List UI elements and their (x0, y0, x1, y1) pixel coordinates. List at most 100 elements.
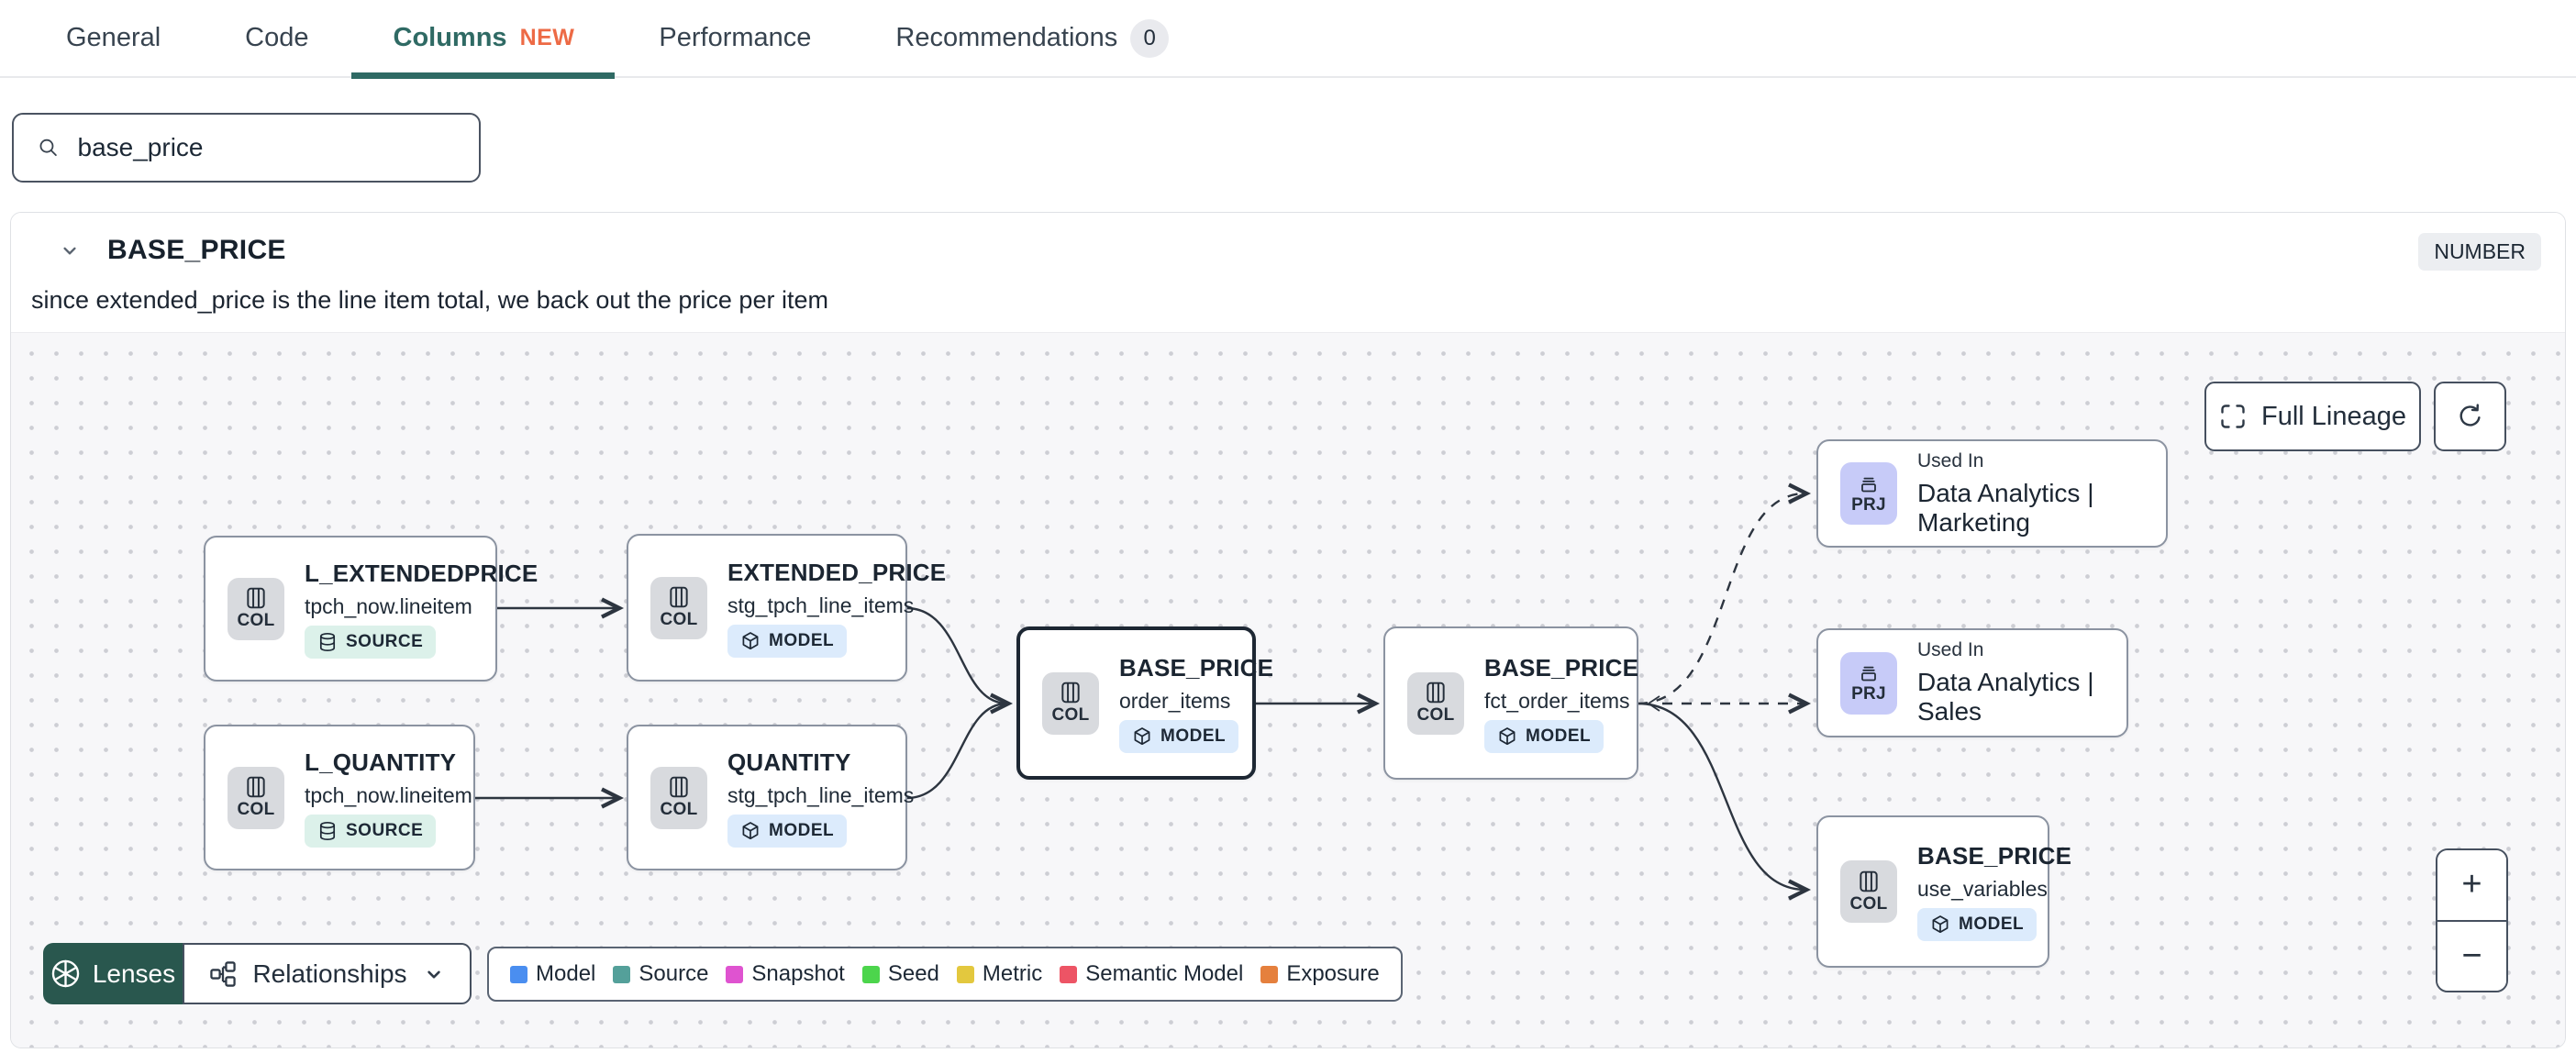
legend-item-snapshot: Snapshot (726, 961, 845, 987)
tab-label: Performance (659, 23, 812, 52)
tab-code[interactable]: Code (245, 0, 308, 77)
column-search (12, 113, 481, 183)
zoom-out-button[interactable]: − (2437, 921, 2506, 991)
legend-item-seed: Seed (861, 961, 939, 987)
badge-label: MODEL (1526, 726, 1592, 746)
project-title: Data Analytics | Marketing (1917, 478, 2094, 537)
node-title: L_EXTENDEDPRICE (305, 559, 539, 587)
legend-item-exposure: Exposure (1260, 961, 1380, 987)
lineage-node-used-in-sales[interactable]: PRJ Used In Data Analytics | Sales (1816, 628, 2128, 737)
tab-bar: General Code Columns NEW Performance Rec… (0, 0, 2576, 79)
relationships-dropdown[interactable]: Relationships (183, 943, 472, 1004)
columns-icon (247, 776, 265, 798)
model-badge: MODEL (1917, 908, 2037, 941)
columns-icon (247, 587, 265, 609)
search-input[interactable] (77, 133, 455, 162)
badge-label: SOURCE (346, 631, 424, 651)
tab-general[interactable]: General (66, 0, 161, 77)
badge-label: MODEL (1160, 726, 1227, 746)
legend-item-metric: Metric (956, 961, 1042, 987)
lineage-node-base-price-use-variables[interactable]: COL BASE_PRICE use_variables MODEL (1816, 815, 2071, 968)
columns-icon (1860, 870, 1878, 892)
lineage-canvas[interactable]: COL L_EXTENDEDPRICE tpch_now.lineitem SO… (11, 332, 2565, 1047)
node-subtitle: tpch_now.lineitem (305, 782, 472, 807)
lenses-label: Lenses (92, 959, 176, 988)
cube-icon (1499, 726, 1516, 745)
lineage-edges (474, 482, 1812, 901)
column-description: since extended_price is the line item to… (31, 286, 828, 314)
badge-label: MODEL (1959, 914, 2025, 934)
lineage-node-l-extendedprice[interactable]: COL L_EXTENDEDPRICE tpch_now.lineitem SO… (204, 536, 538, 682)
node-subtitle: order_items (1119, 688, 1231, 713)
tab-columns[interactable]: Columns NEW (350, 0, 616, 79)
refresh-button[interactable] (2434, 382, 2506, 451)
lenses-button[interactable]: Lenses (43, 943, 183, 1004)
database-icon (319, 821, 336, 840)
column-chip: COL (650, 576, 707, 639)
legend-swatch (861, 965, 880, 983)
legend-swatch (1260, 965, 1279, 983)
new-badge: NEW (519, 25, 575, 50)
expand-corners-icon (2221, 405, 2245, 428)
lineage-node-l-quantity[interactable]: COL L_QUANTITY tpch_now.lineitem SOURCE (204, 725, 475, 870)
full-lineage-label: Full Lineage (2261, 401, 2406, 431)
lineage-node-used-in-marketing[interactable]: PRJ Used In Data Analytics | Marketing (1816, 439, 2168, 548)
columns-icon (670, 586, 688, 608)
lineage-node-base-price-order-items[interactable]: COL BASE_PRICE order_items MODEL (1016, 626, 1273, 780)
lineage-node-extended-price[interactable]: COL EXTENDED_PRICE stg_tpch_line_items M… (627, 534, 946, 682)
edge-qty-to-baseprice (905, 702, 1008, 800)
column-chip: COL (1042, 671, 1099, 735)
model-badge: MODEL (727, 814, 848, 848)
lineage-node-quantity[interactable]: COL QUANTITY stg_tpch_line_items MODEL (627, 725, 914, 870)
relationships-label: Relationships (252, 959, 407, 988)
chip-label: COL (660, 610, 698, 629)
collapse-toggle[interactable] (54, 235, 85, 266)
project-chip: PRJ (1840, 651, 1897, 715)
zoom-in-button[interactable]: + (2437, 850, 2506, 922)
panel-header: BASE_PRICE NUMBER since extended_price i… (11, 213, 2565, 332)
node-subtitle: stg_tpch_line_items (727, 593, 915, 617)
legend-item-model: Model (510, 961, 595, 987)
model-badge: MODEL (1119, 719, 1239, 753)
columns-icon (1061, 682, 1080, 704)
badge-label: SOURCE (346, 820, 424, 840)
badge-label: MODEL (769, 630, 835, 650)
node-title: L_QUANTITY (305, 748, 457, 776)
chip-label: COL (237, 800, 275, 819)
lineage-node-base-price-fct-order-items[interactable]: COL BASE_PRICE fct_order_items MODEL (1383, 626, 1638, 780)
chip-label: COL (1051, 705, 1090, 725)
resource-legend: Model Source Snapshot Seed Metric (487, 947, 1403, 1002)
chip-label: COL (1849, 893, 1888, 914)
chevron-down-icon (427, 970, 440, 979)
node-title: BASE_PRICE (1917, 842, 2072, 870)
search-icon (39, 139, 57, 157)
chevron-down-icon (63, 247, 76, 255)
node-title: QUANTITY (727, 748, 851, 776)
tab-label: Code (245, 23, 309, 52)
data-type-badge: NUMBER (2418, 233, 2541, 271)
edge-fct-to-usevariables (1637, 702, 1812, 901)
legend-swatch (510, 965, 527, 983)
column-chip: COL (1407, 671, 1464, 735)
node-title: EXTENDED_PRICE (727, 558, 947, 586)
source-badge: SOURCE (305, 814, 437, 848)
cube-icon (1134, 726, 1150, 745)
chip-label: COL (1416, 705, 1455, 725)
tab-label: General (66, 23, 161, 52)
tab-recommendations[interactable]: Recommendations 0 (895, 0, 1170, 77)
project-title: Data Analytics | Sales (1917, 668, 2094, 726)
cube-icon (1932, 915, 1949, 934)
tab-label: Columns (393, 23, 507, 52)
aperture-icon (51, 959, 80, 988)
column-detail-panel: BASE_PRICE NUMBER since extended_price i… (10, 212, 2566, 1048)
chip-label: COL (237, 611, 275, 630)
tab-performance[interactable]: Performance (659, 0, 811, 77)
refresh-icon (2459, 404, 2481, 427)
zoom-controls: + − (2436, 848, 2508, 992)
edge-fct-to-marketing (1637, 482, 1812, 705)
full-lineage-button[interactable]: Full Lineage (2204, 382, 2421, 451)
node-subtitle: stg_tpch_line_items (727, 782, 915, 807)
badge-label: MODEL (769, 820, 835, 840)
node-title: BASE_PRICE (1484, 653, 1639, 682)
